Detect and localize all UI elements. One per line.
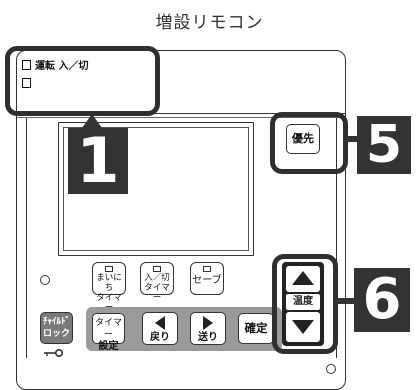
back-button[interactable]: 戻り <box>142 312 178 345</box>
triangle-left-icon <box>155 316 165 330</box>
triangle-down-icon <box>292 320 314 334</box>
callout-connector-6 <box>336 298 356 304</box>
callout-box-1 <box>5 46 160 116</box>
onoff-timer-label-1: 入／切 <box>144 273 170 283</box>
screw-circle <box>326 364 336 374</box>
indicator-circle <box>40 275 50 285</box>
temperature-down-button[interactable] <box>286 312 320 342</box>
side-edge-left <box>26 118 28 358</box>
timer-set-button[interactable]: タイマー 設定 <box>92 313 125 352</box>
led-indicator-2 <box>22 78 31 88</box>
callout-number-1: 1 <box>68 128 128 194</box>
run-onoff-label: 運転 入／切 <box>22 60 88 74</box>
save-label: セーブ <box>192 275 222 286</box>
temperature-label: 温度 <box>286 294 320 310</box>
panel-divider-2 <box>17 117 345 118</box>
secondary-label <box>22 78 35 92</box>
callout-box-5 <box>270 112 348 174</box>
callout-number-5: 5 <box>357 116 411 174</box>
timer-set-label-1: タイマー <box>94 318 122 340</box>
callout-pointer-1 <box>82 114 102 128</box>
lcd-inner <box>63 127 249 251</box>
run-onoff-text: 運転 入／切 <box>35 61 89 72</box>
page-title: 増設リモコン <box>155 13 264 33</box>
temperature-up-button[interactable] <box>286 266 320 292</box>
key-icon <box>44 348 64 358</box>
led-indicator <box>153 266 161 272</box>
confirm-button[interactable]: 確定 <box>238 313 274 344</box>
side-edge <box>336 118 338 358</box>
child-lock-label-2: ロック <box>42 329 70 339</box>
timer-set-label-2: 設定 <box>98 341 119 352</box>
callout-box-6 <box>272 254 338 354</box>
callout-connector-5 <box>346 136 364 142</box>
forward-button[interactable]: 送り <box>190 312 226 345</box>
child-lock-label-1: ﾁｬｲﾙﾄﾞ <box>42 317 70 327</box>
daily-timer-label-1: まいにち <box>96 273 122 293</box>
back-label: 戻り <box>150 332 170 343</box>
led-indicator <box>22 60 31 70</box>
onoff-timer-label-2: タイマー <box>144 283 170 303</box>
triangle-up-icon <box>292 271 314 285</box>
priority-button[interactable]: 優先 <box>286 124 320 154</box>
child-lock-button[interactable]: ﾁｬｲﾙﾄﾞ ロック <box>40 312 73 344</box>
panel-divider <box>17 113 345 115</box>
onoff-timer-button[interactable]: 入／切 タイマー <box>140 262 174 303</box>
daily-timer-button[interactable]: まいにち タイマー <box>92 262 126 313</box>
led-indicator <box>105 266 113 272</box>
led-indicator <box>203 266 211 272</box>
forward-label: 送り <box>198 332 218 343</box>
save-button[interactable]: セーブ <box>190 262 224 295</box>
triangle-right-icon <box>203 316 213 330</box>
callout-number-6: 6 <box>354 268 410 332</box>
